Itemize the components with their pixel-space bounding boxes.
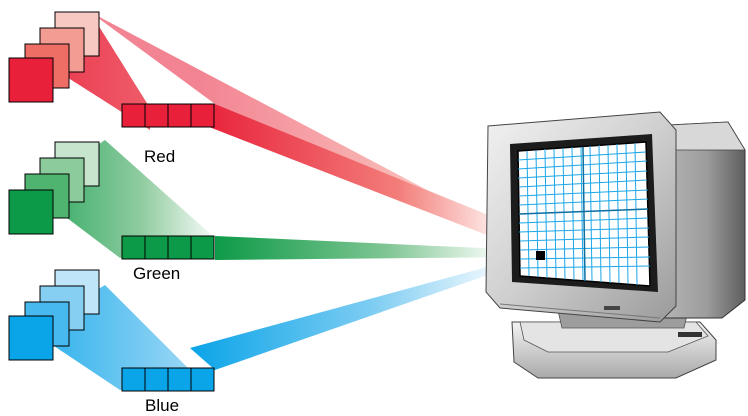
red-beam-buffer-to-screen <box>150 104 530 246</box>
green-bit-plane <box>8 189 54 235</box>
blue-bit-plane-stack <box>8 269 100 361</box>
red-bit-buffer <box>121 103 215 128</box>
red-bit-plane-stack <box>8 11 100 103</box>
green-bit-cell <box>167 235 192 260</box>
green-channel-label: Green <box>133 264 181 283</box>
red-bit-cell <box>121 103 146 128</box>
blue-channel-label: Blue <box>145 396 180 415</box>
blue-bit-buffer <box>121 367 215 392</box>
blue-bit-plane <box>8 315 54 361</box>
blue-bit-cell <box>144 367 169 392</box>
red-bit-plane <box>8 57 54 103</box>
monitor-power-button <box>604 306 620 310</box>
blue-bit-cell <box>167 367 192 392</box>
monitor-base-slot <box>678 332 702 337</box>
green-bit-cell <box>190 235 215 260</box>
green-bit-plane-stack <box>8 141 100 235</box>
red-bit-cell <box>190 103 215 128</box>
monitor-bezel-edge <box>499 303 661 319</box>
red-bit-cell <box>144 103 169 128</box>
monitor-base-top <box>519 321 709 353</box>
active-pixel <box>536 251 545 260</box>
blue-bit-cell <box>121 367 146 392</box>
green-bit-cell <box>121 235 146 260</box>
green-bit-cell <box>144 235 169 260</box>
red-bit-cell <box>167 103 192 128</box>
green-bit-buffer <box>121 235 215 260</box>
green-beam-buffer-to-screen <box>215 236 525 260</box>
red-channel-label: Red <box>144 147 176 166</box>
blue-beam-buffer-to-screen <box>190 258 525 370</box>
red-beam-top-sheet <box>90 12 530 240</box>
crt-monitor <box>485 111 746 379</box>
blue-bit-cell <box>190 367 215 392</box>
blue-beams <box>30 258 525 390</box>
